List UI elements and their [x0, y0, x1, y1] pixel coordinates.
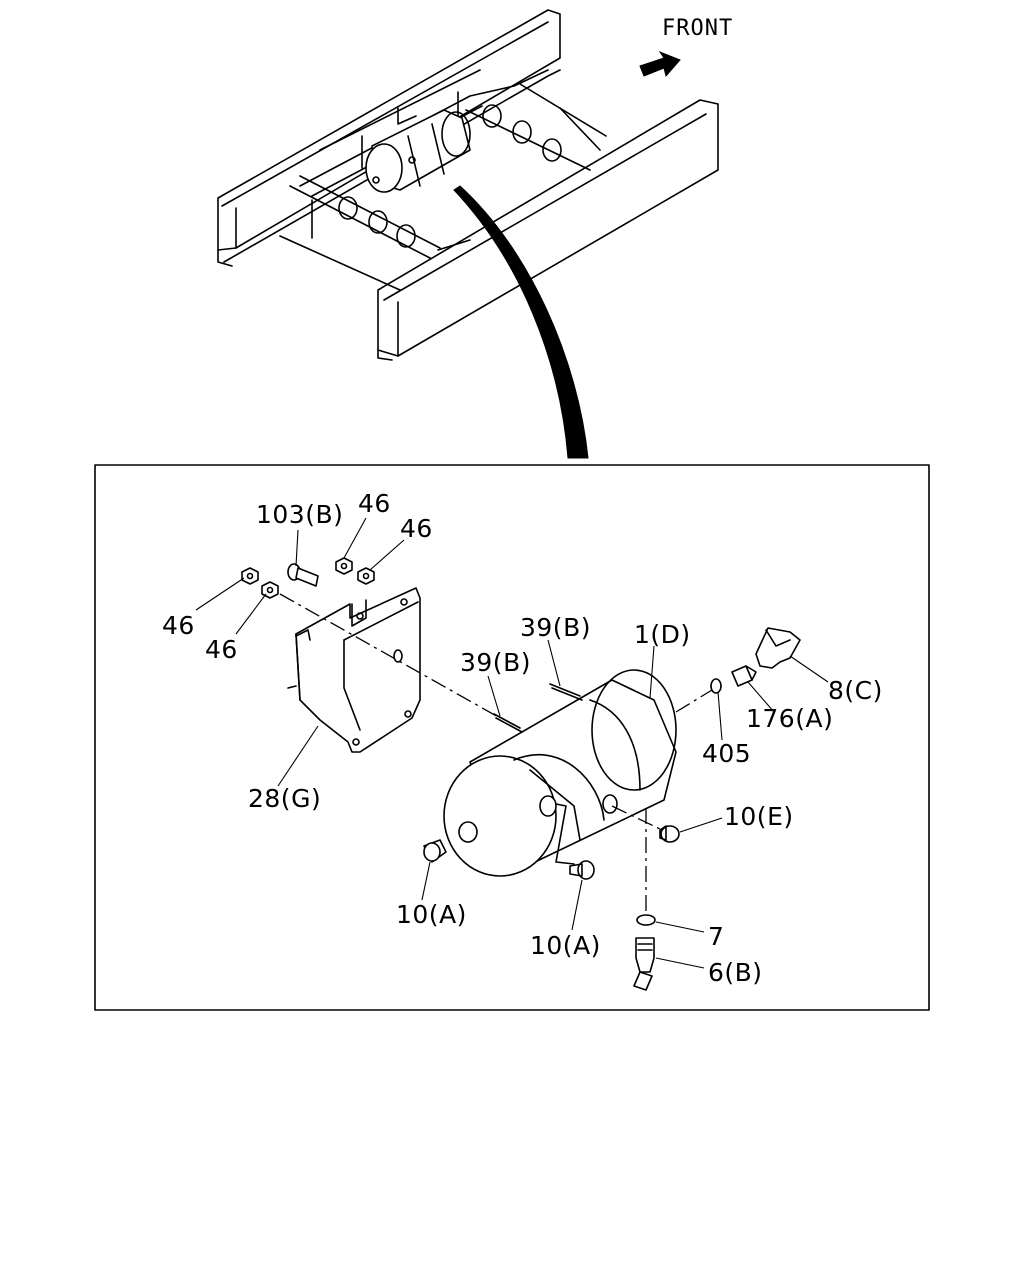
front-label: FRONT	[662, 16, 734, 41]
callout-405: 405	[702, 739, 752, 768]
callout-46-left-inner: 46	[205, 635, 238, 664]
washer-7	[636, 914, 656, 926]
callout-10a-right: 10(A)	[530, 931, 601, 960]
chassis-frame-overview	[217, 9, 719, 361]
air-tank-1d	[443, 669, 677, 877]
plug-10e	[659, 825, 680, 843]
bolt-103b	[287, 563, 319, 587]
nut-46-d	[357, 567, 375, 585]
leader-lines	[195, 517, 829, 969]
plug-10a-left	[423, 839, 447, 863]
callout-39b-upper: 39(B)	[520, 613, 591, 642]
stud-39b-a	[493, 713, 523, 733]
nut-46-c	[335, 557, 353, 575]
detail-frame	[94, 464, 930, 1011]
fitting-centerline	[675, 689, 713, 713]
stud-39b-b	[549, 683, 583, 701]
elbow-8c	[755, 627, 801, 669]
callout-10a-left: 10(A)	[396, 900, 467, 929]
drain-valve-6b	[633, 937, 655, 991]
nut-46-a	[241, 567, 259, 585]
arrow-right-icon	[639, 50, 681, 78]
callout-10e: 10(E)	[724, 802, 794, 831]
callout-103b: 103(B)	[256, 500, 344, 529]
assembly-centerline	[279, 593, 501, 719]
plug-10a-right	[569, 860, 595, 880]
washer-405	[710, 678, 722, 694]
bracket-28g	[287, 587, 421, 753]
callout-6b: 6(B)	[708, 958, 763, 987]
detail-pointer	[453, 185, 589, 459]
callout-46-left-outer: 46	[162, 611, 195, 640]
callout-46-top-left: 46	[358, 489, 391, 518]
callout-1d: 1(D)	[634, 620, 691, 649]
fitting-176a	[731, 665, 757, 687]
callout-176a: 176(A)	[746, 704, 834, 733]
callout-39b-lower: 39(B)	[460, 648, 531, 677]
callout-8c: 8(C)	[828, 676, 883, 705]
callout-7: 7	[708, 922, 725, 951]
plug-centerline	[611, 805, 663, 831]
callout-46-top-right: 46	[400, 514, 433, 543]
callout-28g: 28(G)	[248, 784, 322, 813]
